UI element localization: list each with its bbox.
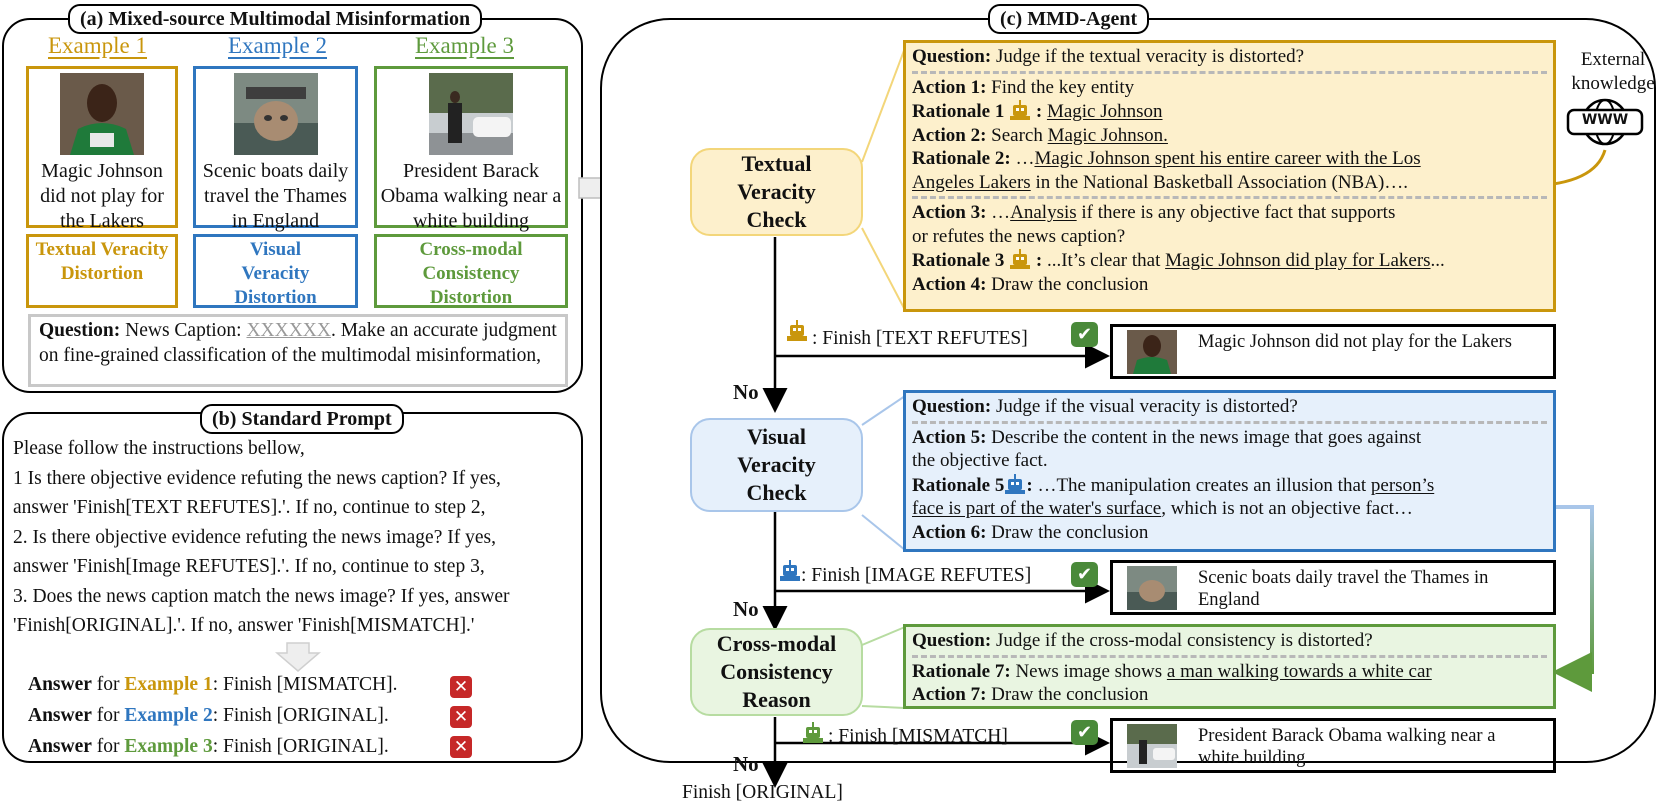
robot-icon	[803, 722, 823, 743]
answer-example-2: Answer for Example 2: Finish [ORIGINAL].	[28, 705, 389, 726]
no-label-1: No	[733, 380, 759, 404]
category-textual-distortion: Textual Veracity Distortion	[26, 234, 178, 308]
no-label-2: No	[733, 597, 759, 621]
result-mismatch: President Barack Obama walking near a wh…	[1110, 718, 1556, 773]
textual-check-detail: Question: Judge if the textual veracity …	[903, 40, 1556, 312]
answer-example-1: Answer for Example 1: Finish [MISMATCH].	[28, 674, 398, 695]
answer-example-3: Answer for Example 3: Finish [ORIGINAL].	[28, 736, 389, 757]
panel-c-title: (c) MMD-Agent	[988, 4, 1150, 34]
panel-a-title: (a) Mixed-source Multimodal Misinformati…	[68, 4, 483, 34]
check-icon: ✔	[1071, 322, 1098, 347]
result-image-3	[1127, 724, 1177, 768]
category-cross-modal-distortion: Cross-modal Consistency Distortion	[374, 234, 568, 308]
robot-icon	[1009, 100, 1031, 122]
panel-b-title: (b) Standard Prompt	[200, 404, 404, 434]
example-3-label: Example 3	[415, 33, 514, 58]
cross-icon: ✕	[450, 736, 472, 758]
finish-original: Finish [ORIGINAL]	[682, 782, 843, 803]
globe-www-icon: WWW	[1566, 96, 1644, 148]
robot-icon	[1009, 249, 1031, 271]
cross-modal-detail: Question: Judge if the cross-modal consi…	[903, 624, 1556, 709]
example-3-card: President Barack Obama walking near a wh…	[374, 66, 568, 232]
caption-placeholder: XXXXXX	[246, 320, 331, 341]
no-label-3: No	[733, 752, 759, 776]
example-2-card: Scenic boats daily travel the Thames in …	[193, 66, 358, 232]
example-3-image	[429, 73, 513, 155]
example-2-image	[233, 73, 318, 155]
panel-a-question: Question: News Caption: XXXXXX. Make an …	[28, 314, 568, 387]
example-1-caption: Magic Johnson did not play for the Laker…	[40, 160, 164, 232]
cross-icon: ✕	[450, 706, 472, 728]
visual-check-detail: Question: Judge if the visual veracity i…	[903, 390, 1556, 552]
result-image-2	[1127, 566, 1177, 610]
example-2-label: Example 2	[228, 33, 327, 58]
example-1-card: Magic Johnson did not play for the Laker…	[26, 66, 178, 232]
down-arrow-icon	[275, 642, 321, 672]
finish-image-refutes: : Finish [IMAGE REFUTES]	[801, 565, 1032, 586]
finish-mismatch: : Finish [MISMATCH]	[828, 726, 1008, 747]
example-1-image	[60, 73, 144, 155]
example-2-caption: Scenic boats daily travel the Thames in …	[202, 160, 349, 232]
check-icon: ✔	[1071, 720, 1098, 745]
category-visual-distortion: Visual Veracity Distortion	[193, 234, 358, 308]
example-3-caption: President Barack Obama walking near a wh…	[380, 160, 562, 232]
robot-icon	[787, 320, 807, 341]
check-icon: ✔	[1071, 562, 1098, 587]
cross-icon: ✕	[450, 676, 472, 698]
example-1-label: Example 1	[48, 33, 147, 58]
robot-icon	[1004, 473, 1026, 496]
result-image-refutes: Scenic boats daily travel the Thames in …	[1110, 560, 1556, 615]
result-image-1	[1127, 330, 1177, 374]
result-text-refutes: Magic Johnson did not play for the Laker…	[1110, 324, 1556, 379]
standard-prompt-text: Please follow the instructions bellow, 1…	[13, 438, 510, 636]
robot-icon	[780, 560, 800, 581]
finish-text-refutes: : Finish [TEXT REFUTES]	[812, 328, 1028, 349]
